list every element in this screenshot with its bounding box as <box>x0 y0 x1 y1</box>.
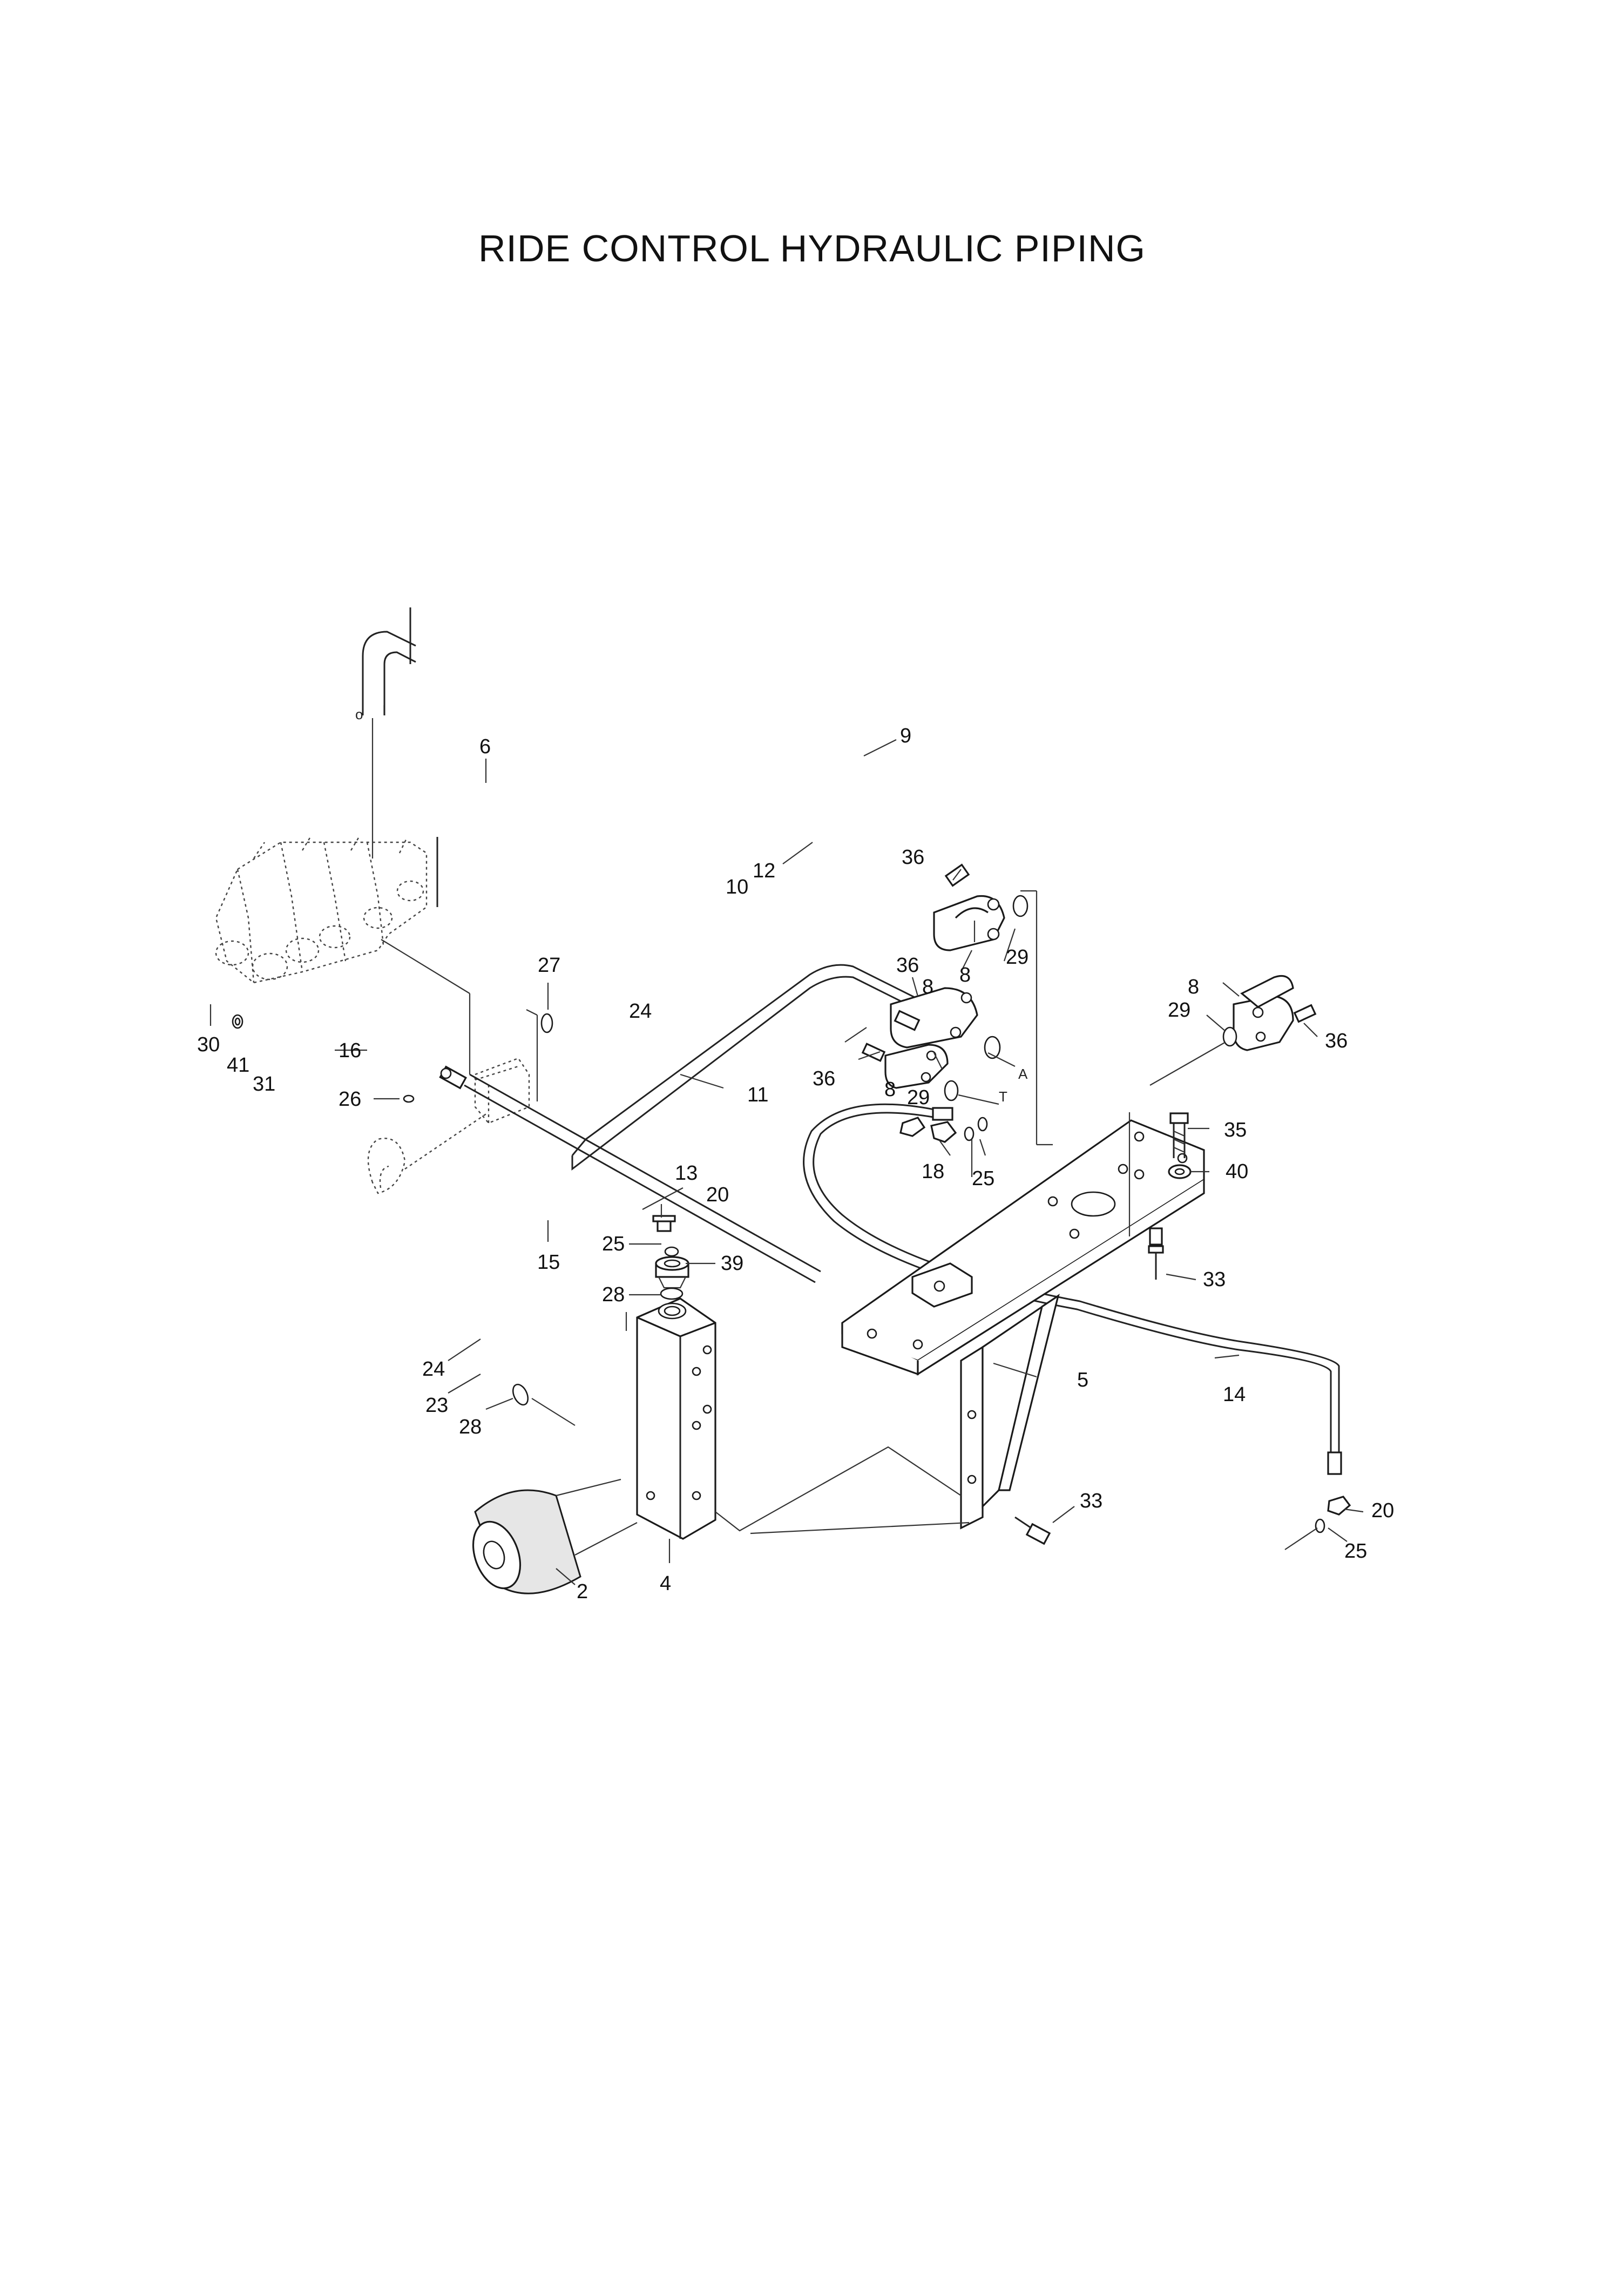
callout-8-middle: 8 <box>922 976 933 998</box>
callout-33-lower: 33 <box>1080 1490 1102 1512</box>
port-marker-t: T <box>999 1088 1007 1105</box>
callout-36-middle: 36 <box>896 954 919 977</box>
long-steel-pipe <box>439 1065 821 1283</box>
accumulator-cylinder <box>472 1478 638 1594</box>
callout-25-elbow: 25 <box>1344 1540 1367 1563</box>
callout-29-upper: 29 <box>1006 946 1028 969</box>
callout-29-right: 29 <box>1168 999 1190 1022</box>
page-title: RIDE CONTROL HYDRAULIC PIPING <box>478 227 1146 269</box>
upper-bent-pipe <box>571 964 929 1171</box>
accumulator-manifold <box>625 1297 970 1563</box>
callout-29-middle: 29 <box>907 1086 930 1109</box>
callout-31: 31 <box>253 1073 275 1096</box>
callout-24-lower: 24 <box>422 1358 445 1381</box>
right-flange-fitting <box>1149 975 1317 1086</box>
leader-lines <box>209 739 1364 1542</box>
callout-6: 6 <box>479 735 491 758</box>
callout-2: 2 <box>577 1580 588 1603</box>
callout-23: 23 <box>425 1394 448 1417</box>
callout-26: 26 <box>339 1088 361 1111</box>
callout-25-block: 25 <box>602 1233 625 1255</box>
callout-8-upper: 8 <box>959 964 971 986</box>
svg-text:I: I <box>382 702 386 718</box>
callout-30: 30 <box>197 1033 220 1056</box>
callout-18: 18 <box>922 1160 944 1183</box>
mounting-bracket <box>841 1119 1205 1530</box>
callout-20-elbow: 20 <box>1371 1499 1394 1522</box>
callout-12: 12 <box>753 860 775 882</box>
callout-24-upper: 24 <box>629 1000 652 1023</box>
callout-39: 39 <box>721 1252 743 1275</box>
callout-33-upper: 33 <box>1203 1268 1226 1291</box>
callout-9: 9 <box>900 725 911 747</box>
callout-20-pipe: 20 <box>706 1184 729 1206</box>
callout-36-right: 36 <box>1325 1030 1348 1052</box>
callout-5: 5 <box>1077 1369 1088 1391</box>
callout-4: 4 <box>660 1572 671 1595</box>
callout-labels: 2 4 5 6 8 8 8 8 9 10 11 12 13 14 15 16 1… <box>197 725 1394 1603</box>
callout-13: 13 <box>675 1162 698 1185</box>
loose-seals <box>232 1013 576 1426</box>
callout-14: 14 <box>1223 1383 1246 1406</box>
callout-36-upper: 36 <box>902 846 924 869</box>
bolt-and-washer <box>1128 1112 1192 1236</box>
callout-35: 35 <box>1224 1119 1247 1141</box>
callout-15: 15 <box>537 1251 560 1274</box>
callout-36-lower: 36 <box>813 1067 835 1090</box>
block-port-fittings <box>652 1204 689 1300</box>
main-control-valve <box>215 836 471 1074</box>
callout-25-tee: 25 <box>972 1167 994 1190</box>
upper-flange-fitting <box>933 863 1053 1146</box>
middle-flange-fitting-t: T <box>861 1043 1007 1105</box>
tee-fitting <box>930 1121 975 1177</box>
port-marker-a: A <box>1018 1066 1028 1082</box>
callout-27: 27 <box>538 954 560 977</box>
callout-41: 41 <box>227 1054 249 1077</box>
callout-16: 16 <box>339 1039 361 1062</box>
return-pipe-bend: o I <box>355 607 416 858</box>
bracket-bolts <box>1014 1227 1164 1545</box>
callout-8-lower: 8 <box>884 1078 896 1101</box>
callout-11: 11 <box>747 1084 768 1106</box>
callout-28-block: 28 <box>602 1283 625 1306</box>
callout-28-loose: 28 <box>459 1416 482 1438</box>
callout-10: 10 <box>726 876 748 898</box>
middle-flange-fitting-a: A <box>890 987 1028 1082</box>
ride-control-valve-block <box>367 1009 538 1194</box>
svg-text:o: o <box>355 706 363 722</box>
callout-40: 40 <box>1226 1160 1248 1183</box>
callout-8-right: 8 <box>1188 976 1199 998</box>
